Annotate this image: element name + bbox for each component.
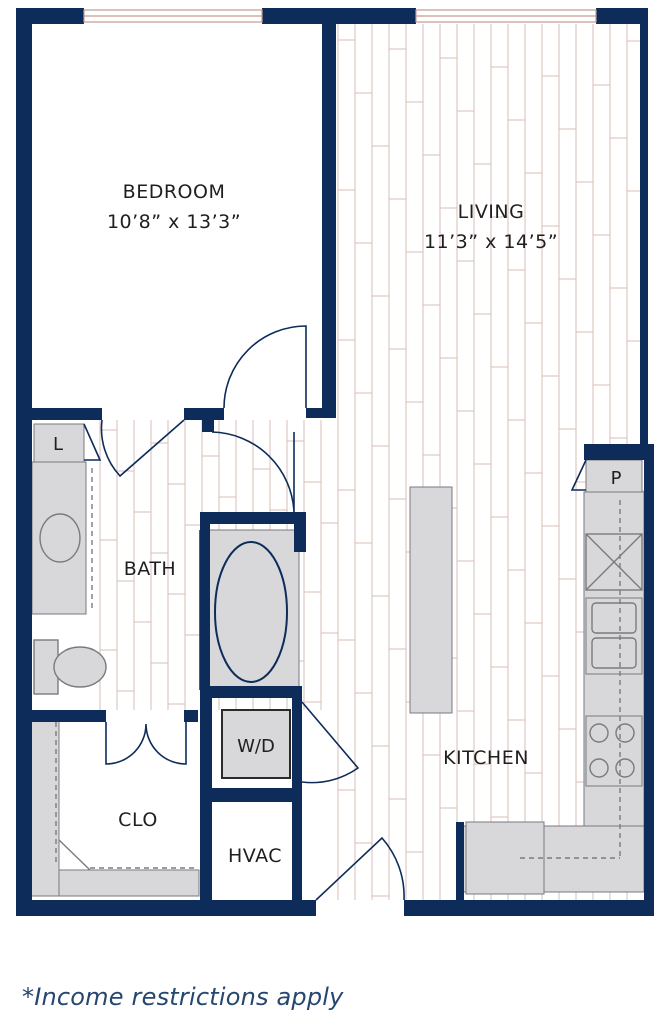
linen-label: L xyxy=(53,434,63,455)
linen-closet xyxy=(33,423,85,463)
bedroom-dims: 10’8” x 13’3” xyxy=(107,211,241,233)
kitchen-sink xyxy=(585,597,643,675)
fixture-details xyxy=(33,468,643,871)
kitchen-island xyxy=(409,486,453,714)
kitchen-name: KITCHEN xyxy=(443,747,529,769)
windows xyxy=(83,9,597,23)
linen-door xyxy=(83,423,102,461)
closet-name: CLO xyxy=(118,809,158,831)
washer-dryer-label: W/D xyxy=(237,736,275,757)
bedroom-door xyxy=(223,325,307,409)
tub-basin xyxy=(214,541,288,683)
bathtub xyxy=(203,529,300,691)
washer-dryer-unit xyxy=(221,709,291,779)
doors xyxy=(83,325,587,901)
fixture-labels: L P W/D HVAC xyxy=(53,434,622,867)
hvac-label: HVAC xyxy=(228,845,282,867)
sink-basin-bottom xyxy=(591,637,637,669)
sink-basin-top xyxy=(591,602,637,634)
laundry-door xyxy=(301,701,360,784)
bath-vanity xyxy=(31,461,87,615)
entry-door xyxy=(315,836,405,901)
closet-shelf-bottom xyxy=(58,869,200,897)
hall-door xyxy=(211,431,295,513)
living-dims: 11’3” x 14’5” xyxy=(424,231,558,253)
floor-plan: BEDROOM 10’8” x 13’3” LIVING 11’3” x 14’… xyxy=(16,8,654,916)
dishwasher-icon xyxy=(585,533,643,591)
income-restrictions-note: *Income restrictions apply xyxy=(22,983,344,1011)
wood-flooring xyxy=(99,24,644,900)
burners-icon xyxy=(589,723,635,778)
room-labels: BEDROOM 10’8” x 13’3” LIVING 11’3” x 14’… xyxy=(107,181,558,831)
living-name: LIVING xyxy=(458,201,525,223)
closet-doors xyxy=(105,722,187,765)
bath-door xyxy=(100,419,185,478)
vanity-sink-basin xyxy=(39,513,81,563)
bath-name: BATH xyxy=(124,558,176,580)
pantry-door xyxy=(570,459,587,491)
toilet-icon xyxy=(33,639,107,695)
closet-shelf-left xyxy=(26,719,60,897)
pantry-label: P xyxy=(611,468,622,489)
walls xyxy=(16,8,654,916)
fixtures xyxy=(26,423,645,897)
bedroom-name: BEDROOM xyxy=(123,181,226,203)
